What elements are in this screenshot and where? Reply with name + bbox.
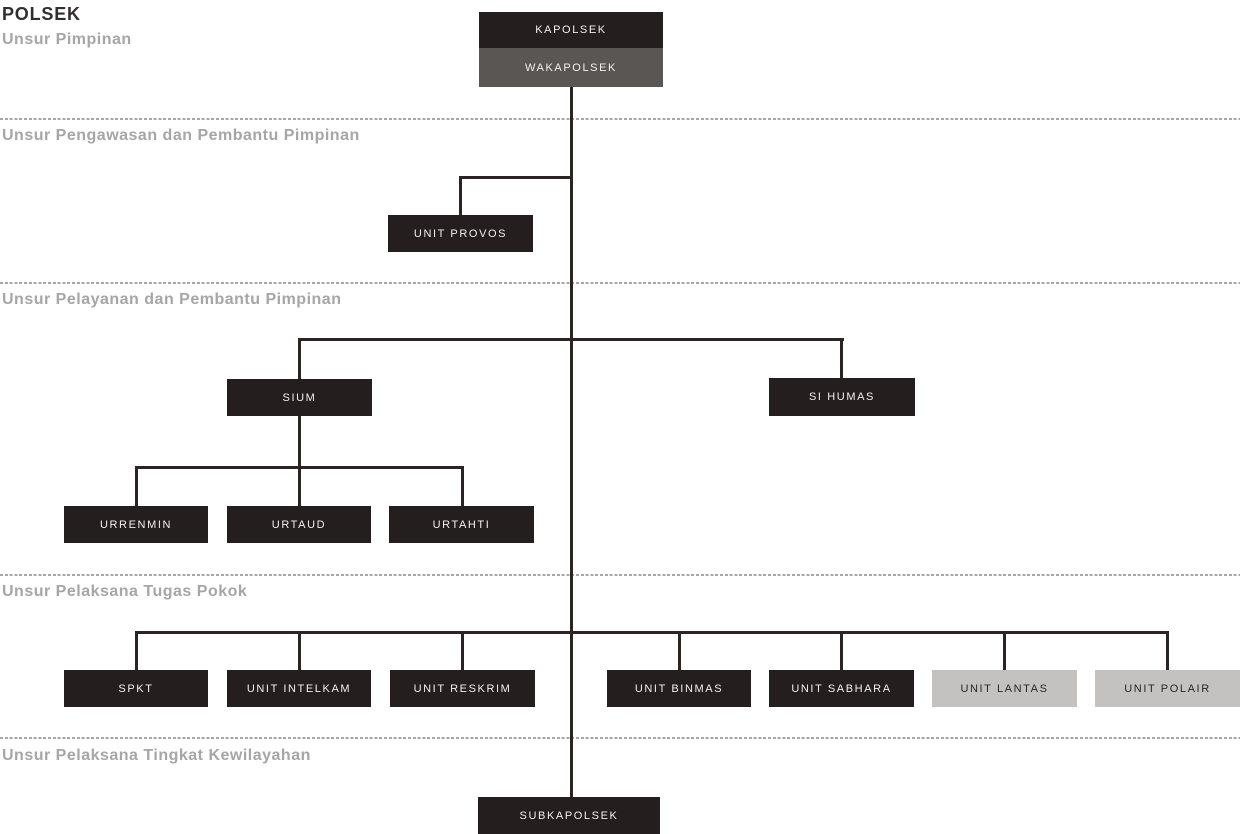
- section-divider: [0, 737, 1240, 739]
- connector-line: [840, 338, 843, 378]
- node-urtaud: URTAUD: [227, 506, 371, 543]
- node-unit-binmas: UNIT BINMAS: [607, 670, 751, 707]
- node-unit-intelkam: UNIT INTELKAM: [227, 670, 371, 707]
- section-divider: [0, 282, 1240, 284]
- connector-line: [840, 631, 843, 670]
- node-kapolsek: KAPOLSEK: [479, 12, 663, 48]
- node-wakapolsek: WAKAPOLSEK: [479, 48, 663, 87]
- section-label-unsur-pelaksana-tugas-pokok: Unsur Pelaksana Tugas Pokok: [2, 583, 248, 600]
- connector-line: [135, 466, 464, 469]
- connector-line: [135, 631, 138, 670]
- connector-line: [298, 631, 301, 670]
- node-unit-polair: UNIT POLAIR: [1095, 670, 1240, 707]
- node-unit-sabhara: UNIT SABHARA: [769, 670, 914, 707]
- node-urtahti: URTAHTI: [389, 506, 534, 543]
- section-label-unsur-pelaksana-kewilayahan: Unsur Pelaksana Tingkat Kewilayahan: [2, 747, 311, 764]
- section-label-unsur-pengawasan: Unsur Pengawasan dan Pembantu Pimpinan: [2, 127, 360, 144]
- connector-line: [459, 176, 462, 215]
- node-spkt: SPKT: [64, 670, 208, 707]
- connector-line: [298, 416, 301, 506]
- section-label-unsur-pimpinan: Unsur Pimpinan: [2, 31, 132, 48]
- section-label-unsur-pelayanan: Unsur Pelayanan dan Pembantu Pimpinan: [2, 291, 342, 308]
- connector-line: [461, 466, 464, 506]
- connector-line: [135, 466, 138, 506]
- connector-line: [298, 338, 844, 341]
- connector-line: [1003, 631, 1006, 670]
- node-subkapolsek: SUBKAPOLSEK: [478, 797, 660, 834]
- node-sium: SIUM: [227, 379, 372, 416]
- node-si-humas: SI HUMAS: [769, 378, 915, 416]
- node-urrenmin: URRENMIN: [64, 506, 208, 543]
- connector-trunk: [570, 86, 573, 797]
- connector-line: [461, 631, 464, 670]
- connector-line: [461, 176, 573, 179]
- chart-title: POLSEK: [2, 4, 81, 24]
- connector-line: [135, 631, 1168, 634]
- node-unit-provos: UNIT PROVOS: [388, 215, 533, 252]
- connector-line: [1166, 631, 1169, 670]
- node-unit-lantas: UNIT LANTAS: [932, 670, 1077, 707]
- connector-line: [298, 338, 301, 379]
- section-divider: [0, 118, 1240, 120]
- node-unit-reskrim: UNIT RESKRIM: [390, 670, 535, 707]
- connector-line: [678, 631, 681, 670]
- section-divider: [0, 574, 1240, 576]
